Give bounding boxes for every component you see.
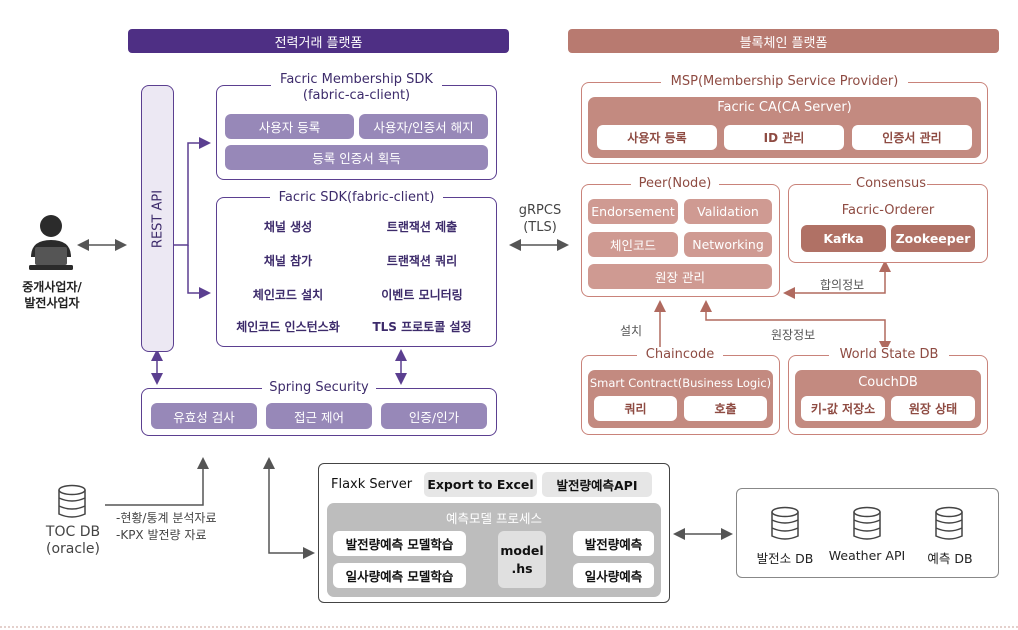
sdk-item: 체인코드 설치 (252, 288, 324, 302)
db-label: 예측 DB (927, 551, 973, 566)
database-icon (935, 506, 963, 540)
power-forecast-api-button[interactable]: 발전량예측API (542, 472, 652, 497)
membership-item: 사용자/인증서 해지 (359, 114, 488, 139)
flaxk-server-title: Flaxk Server (331, 477, 413, 492)
fabric-sdk-title: Facric SDK(fabric-client) (270, 190, 443, 206)
actor-label-line2: 발전사업자 (24, 296, 80, 310)
consensus-item: Kafka (801, 225, 886, 252)
world-state-item: 원장 상태 (891, 396, 975, 421)
sdk-item: 채널 참가 (263, 254, 313, 268)
orderer-label: Facric-Orderer (841, 203, 935, 218)
peer-title: Peer(Node) (631, 176, 719, 192)
membership-item: 사용자 등록 (225, 114, 354, 139)
database-icon (853, 506, 881, 540)
process-left-item: 발전량예측 모델학습 (333, 531, 466, 556)
spring-security-title: Spring Security (262, 380, 376, 396)
peer-item: Networking (684, 232, 772, 257)
install-label: 설치 (620, 324, 643, 338)
model-hs-box: model .hs (498, 531, 546, 588)
chaincode-item: 쿼리 (594, 396, 677, 421)
database-icon (771, 506, 799, 540)
toc-db-note2: -KPX 발전량 자료 (116, 528, 207, 542)
model-hs-line2: .hs (511, 560, 533, 576)
sdk-item: 트랜잭션 제출 (386, 220, 458, 234)
actor-label-line1: 중개사업자/ (22, 280, 82, 294)
toc-db-icon (58, 484, 86, 518)
membership-item: 등록 인증서 획득 (225, 145, 488, 170)
security-item: 유효성 검사 (151, 403, 257, 429)
consensus-item: Zookeeper (891, 225, 975, 252)
membership-sdk-title-line2: (fabric-ca-client) (302, 88, 411, 103)
fabric-ca-title: Facric CA(CA Server) (717, 100, 852, 115)
toc-db-line2: (oracle) (45, 541, 101, 557)
sdk-item: TLS 프로토콜 설정 (372, 320, 472, 334)
rest-api-label: REST API (150, 189, 165, 248)
sdk-item: 채널 생성 (263, 220, 313, 234)
msp-item: 사용자 등록 (597, 125, 717, 150)
peer-item: 체인코드 (588, 232, 678, 257)
ledger-info-label: 원장정보 (771, 328, 816, 342)
process-right-item: 발전량예측 (573, 531, 654, 556)
chaincode-item: 호출 (684, 396, 767, 421)
consensus-title: Consensus (851, 176, 927, 192)
sdk-item: 이벤트 모니터링 (381, 288, 463, 302)
msp-item: 인증서 관리 (852, 125, 972, 150)
membership-sdk-title: Facric Membership SDK (fabric-ca-client) (271, 72, 442, 104)
forecast-process-title: 예측모델 프로세스 (446, 511, 542, 526)
msp-item: ID 관리 (724, 125, 844, 150)
model-hs-line1: model (500, 542, 544, 558)
db-label: 발전소 DB (756, 551, 814, 566)
process-left-item: 일사량예측 모델학습 (333, 563, 466, 588)
security-item: 인증/인가 (381, 403, 487, 429)
toc-db-label: TOC DB (oracle) (42, 524, 104, 558)
grpcs-line1: gRPCS (518, 203, 562, 218)
process-right-item: 일사량예측 (573, 563, 654, 588)
grpcs-line2: (TLS) (523, 220, 557, 235)
chaincode-title: Chaincode (637, 347, 723, 363)
toc-db-line1: TOC DB (45, 524, 101, 540)
toc-db-notes: -현황/통계 분석자료 -KPX 발전량 자료 (116, 510, 217, 544)
security-item: 접근 제어 (266, 403, 372, 429)
blockchain-platform-header: 블록체인 플랫폼 (568, 29, 999, 53)
membership-sdk-title-line1: Facric Membership SDK (280, 72, 433, 87)
peer-item: 원장 관리 (588, 264, 772, 289)
grpcs-label: gRPCS (TLS) (512, 202, 568, 236)
db-label: Weather API (828, 548, 906, 563)
sdk-item: 체인코드 인스턴스화 (236, 320, 340, 334)
world-state-item: 키-값 저장소 (801, 396, 885, 421)
sdk-item: 트랜잭션 쿼리 (386, 254, 458, 268)
couchdb-label: CouchDB (858, 375, 918, 390)
peer-item: Endorsement (588, 199, 678, 224)
smart-contract-label: Smart Contract(Business Logic) (589, 376, 772, 390)
world-state-title: World State DB (829, 347, 949, 363)
peer-item: Validation (684, 199, 772, 224)
toc-db-note1: -현황/통계 분석자료 (116, 511, 217, 525)
msp-title: MSP(Membership Service Provider) (661, 74, 908, 90)
export-to-excel-button[interactable]: Export to Excel (424, 472, 537, 497)
user-laptop-icon (29, 215, 73, 270)
rest-api-box: REST API (141, 85, 174, 352)
power-trading-platform-header: 전력거래 플랫폼 (128, 29, 509, 53)
consensus-info-label: 합의정보 (820, 278, 865, 292)
actor: 중개사업자/ 발전사업자 (14, 213, 90, 317)
